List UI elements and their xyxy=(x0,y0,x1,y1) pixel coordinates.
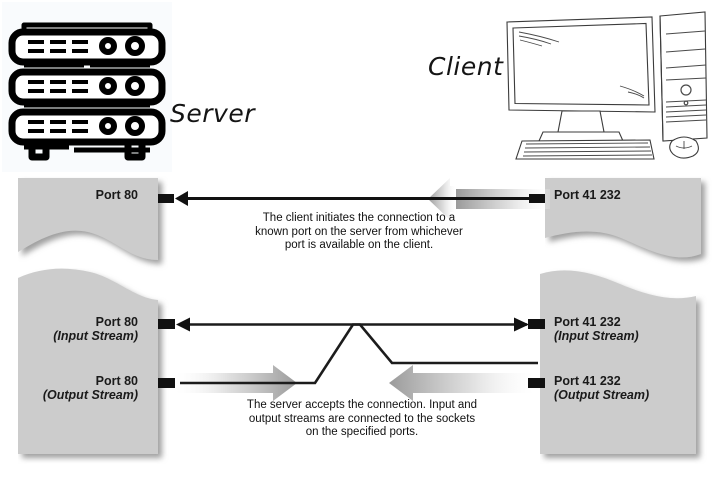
stream-crossover-wires xyxy=(158,317,545,401)
port-number: Port 41 232 xyxy=(554,374,621,388)
server-rack-icon xyxy=(8,22,166,161)
port-stream-type: (Output Stream) xyxy=(42,388,138,402)
server-panel-stage1 xyxy=(18,176,168,271)
port-stream-type: (Input Stream) xyxy=(554,329,639,343)
port-stream-type: (Output Stream) xyxy=(554,388,650,402)
server-label: Server xyxy=(170,99,255,128)
desktop-computer-icon xyxy=(506,11,708,160)
port-label-client-stage1: Port 41 232 xyxy=(554,188,621,202)
server-panel-stage2 xyxy=(18,268,174,464)
port-label-server-output: Port 80 (Output Stream) xyxy=(20,374,138,402)
port-number: Port 80 xyxy=(95,315,138,329)
client-panel-stage2 xyxy=(540,268,717,464)
port-number: Port 41 232 xyxy=(554,315,621,329)
port-label-client-input: Port 41 232 (Input Stream) xyxy=(554,315,699,343)
port-stream-type: (Input Stream) xyxy=(53,329,138,343)
client-panel-stage1 xyxy=(545,176,717,271)
client-label: Client xyxy=(428,52,504,81)
server-icon-panel xyxy=(2,2,172,172)
caption-stage1: The client initiates the connection to a… xyxy=(255,212,463,251)
connection-arrow-stage1 xyxy=(158,178,550,220)
port-label-server-stage1: Port 80 xyxy=(95,188,138,202)
port-label-client-output: Port 41 232 (Output Stream) xyxy=(554,374,699,402)
caption-stage2: The server accepts the connection. Input… xyxy=(246,399,478,438)
port-number: Port 80 xyxy=(95,374,138,388)
port-label-server-input: Port 80 (Input Stream) xyxy=(20,315,138,343)
